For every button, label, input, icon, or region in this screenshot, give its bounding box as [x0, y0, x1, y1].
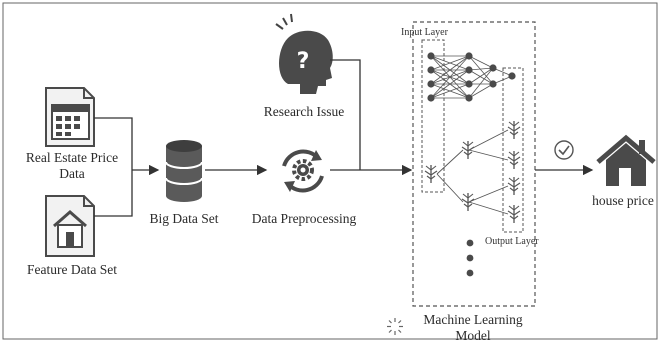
real-estate-label-line2: Data	[59, 166, 85, 181]
real-estate-label-line1: Real Estate Price	[25, 150, 119, 165]
decision-trees	[436, 129, 509, 215]
ml-model-box	[412, 21, 536, 307]
connector-feature	[94, 170, 133, 217]
gear-cycle-icon	[282, 149, 324, 193]
ml-model-label-line1: Machine Learning	[423, 312, 523, 327]
ml-model-label-line2: Model	[455, 328, 491, 342]
feature-data-set-label: Feature Data Set	[27, 262, 117, 277]
real-estate-label: Real Estate Price Data	[18, 150, 126, 182]
house-document-icon	[45, 195, 95, 257]
connector-real-estate	[94, 117, 133, 170]
network-nodes	[427, 52, 516, 102]
sparkle-icon	[387, 318, 403, 335]
research-issue-label: Research Issue	[263, 104, 345, 119]
check-circle-icon	[554, 140, 574, 160]
thinking-head-icon: ?	[275, 13, 333, 94]
connector-research	[330, 59, 361, 170]
house-price-label: house price	[592, 193, 654, 208]
output-layer-box	[502, 67, 524, 233]
big-data-set-label: Big Data Set	[149, 211, 219, 226]
svg-text:?: ?	[297, 49, 310, 74]
calendar-document-icon	[45, 87, 95, 147]
data-preprocessing-label: Data Preprocessing	[251, 211, 357, 226]
house-icon	[596, 134, 656, 186]
neural-network	[430, 55, 513, 99]
ml-model-label: Machine Learning Model	[418, 312, 528, 342]
ellipsis-dots	[466, 239, 474, 277]
output-layer-label: Output Layer	[485, 236, 539, 247]
database-icon	[165, 140, 203, 202]
input-layer-label: Input Layer	[401, 27, 448, 38]
input-layer-box	[421, 39, 445, 193]
